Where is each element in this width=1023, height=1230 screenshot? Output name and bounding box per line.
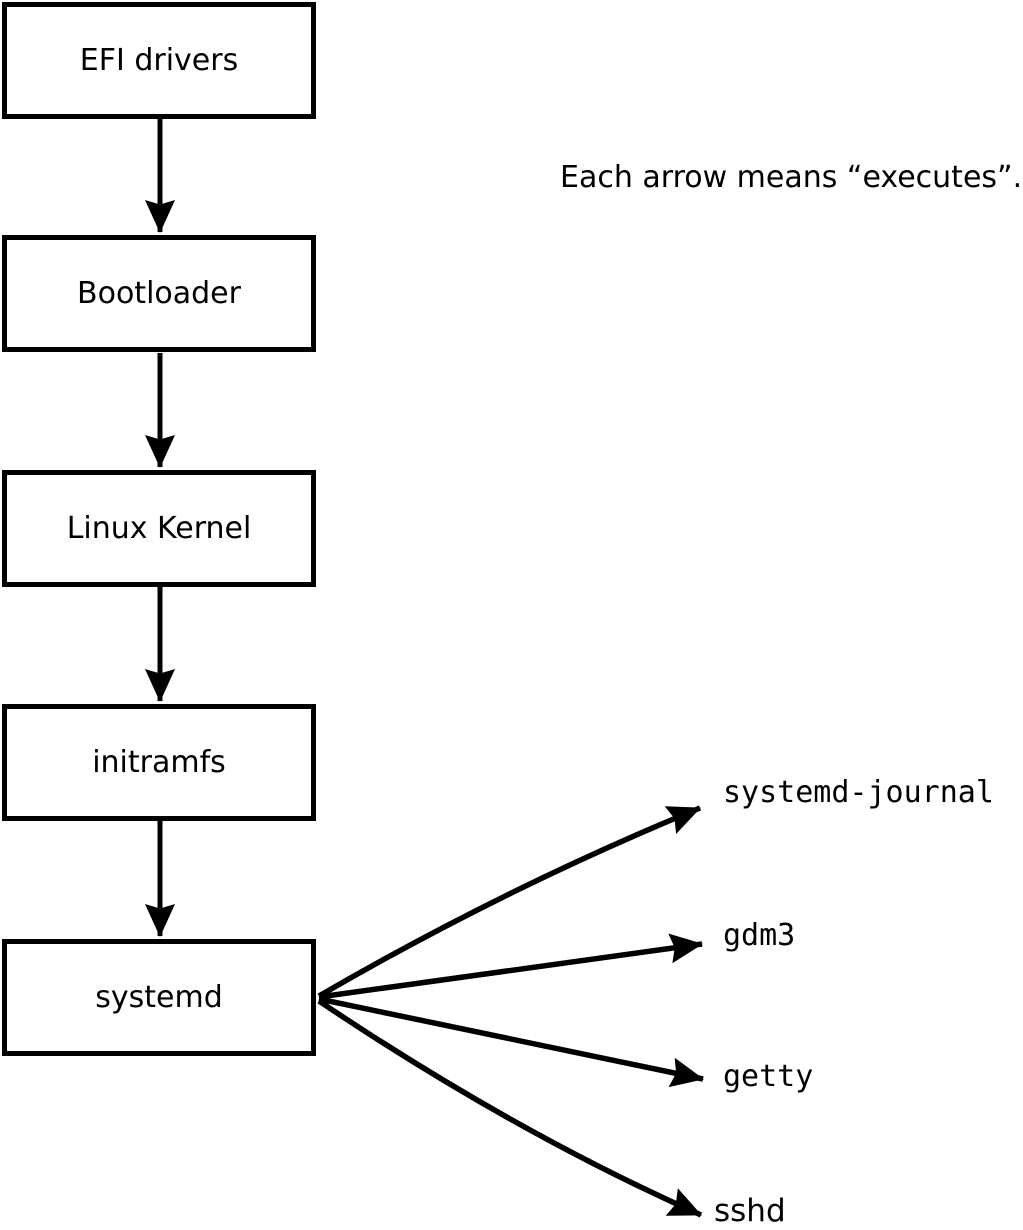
label-getty: getty [723, 1059, 814, 1094]
note-arrow-meaning: Each arrow means “executes”. [560, 160, 1023, 195]
node-bootloader-label: Bootloader [77, 275, 241, 311]
arrow-systemd-to-sshd [317, 998, 703, 1218]
label-sshd: sshd [714, 1193, 786, 1229]
node-systemd: systemd [2, 939, 316, 1056]
node-systemd-label: systemd [95, 979, 223, 1015]
label-gdm3: gdm3 [723, 918, 796, 953]
node-initramfs: initramfs [2, 704, 316, 821]
arrow-systemd-to-systemd-journal [317, 805, 702, 999]
node-initramfs-label: initramfs [92, 744, 226, 780]
node-linux-kernel-label: Linux Kernel [66, 510, 252, 546]
label-systemd-journal: systemd-journal [723, 775, 994, 810]
arrow-systemd-to-getty [318, 996, 704, 1088]
node-bootloader: Bootloader [2, 235, 316, 352]
node-efi-drivers: EFI drivers [2, 2, 316, 119]
node-efi-drivers-label: EFI drivers [79, 42, 239, 78]
arrow-systemd-to-gdm3 [318, 933, 703, 1000]
node-linux-kernel: Linux Kernel [2, 470, 316, 587]
